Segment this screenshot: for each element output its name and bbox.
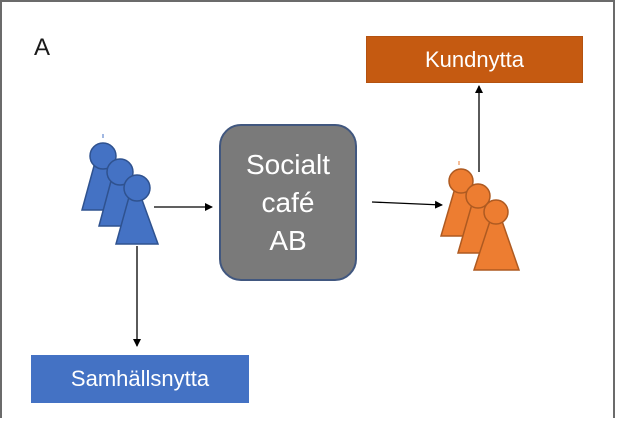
kundnytta-box: Kundnytta — [366, 36, 583, 83]
central-line-2: café — [261, 186, 315, 218]
central-organization-box: Socialt café AB — [219, 124, 357, 281]
samhallsnytta-label: Samhällsnytta — [70, 366, 210, 391]
kundnytta-label: Kundnytta — [424, 46, 525, 72]
samhallsnytta-box: Samhällsnytta — [31, 355, 249, 403]
central-line-3: AB — [269, 224, 307, 256]
panel-label: A — [34, 34, 51, 61]
central-line-1: Socialt — [245, 148, 331, 180]
